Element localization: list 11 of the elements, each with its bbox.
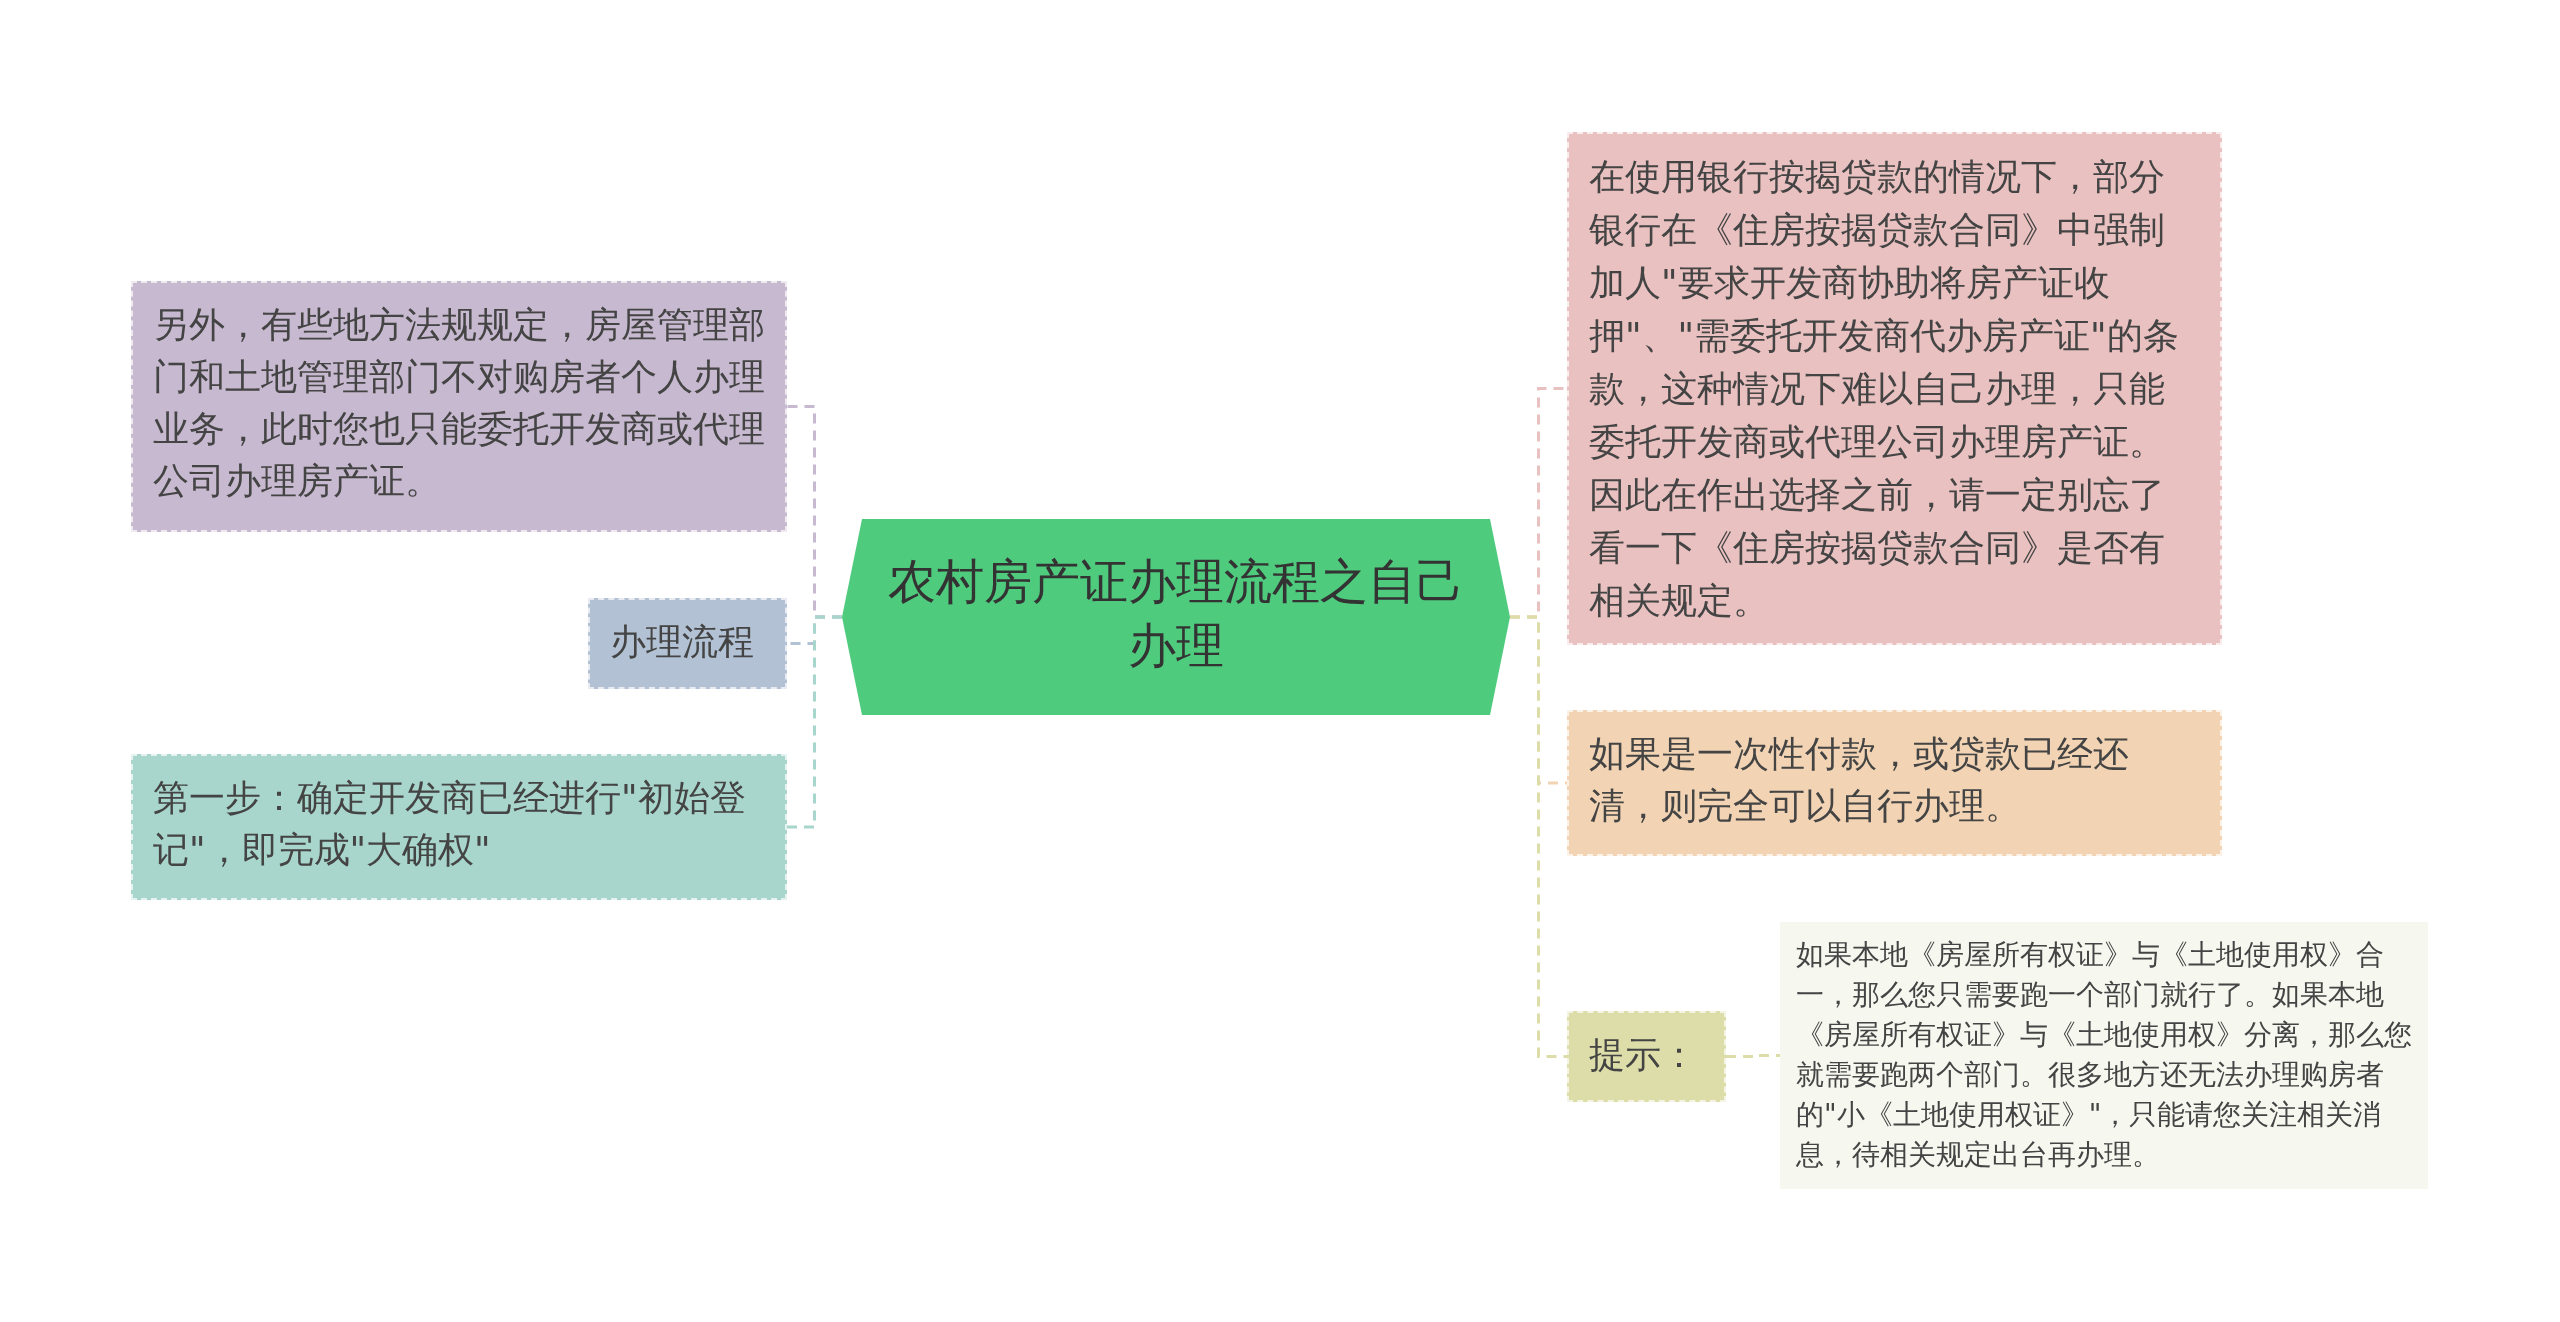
topic-box: 如果是一次性付款，或贷款已经还清，则完全可以自行办理。 <box>1567 710 2222 856</box>
topic-box: 办理流程 <box>588 598 787 689</box>
topic-box: 第一步：确定开发商已经进行"初始登记"，即完成"大确权" <box>131 754 787 900</box>
connector-line <box>1510 615 1567 1058</box>
connector-line <box>1726 1054 1780 1058</box>
topic-box: 另外，有些地方法规规定，房屋管理部门和土地管理部门不对购房者个人办理业务，此时您也只能委托开发商或代理公司办理房产证。 <box>131 281 787 532</box>
note-box: 如果本地《房屋所有权证》与《土地使用权》合一，那么您只需要跑一个部门就行了。如果本地《房屋所有权证》与《土地使用权》分离，那么您就需要跑两个部门。很多地方还无法办理购房者的"小《土地使用权证》"，只能请您关注相关消息，待相关规定出台再办理。 <box>1780 922 2428 1189</box>
central-topic-hexagon: 农村房产证办理流程之自己办理 <box>842 519 1510 715</box>
topic-box: 提示： <box>1567 1011 1726 1102</box>
topic-box: 在使用银行按揭贷款的情况下，部分银行在《住房按揭贷款合同》中强制加人"要求开发商协助将房产证收押"、"需委托开发商代办房产证"的条款，这种情况下难以自己办理，只能委托开发商或代理公司办理房产证。因此在作出选择之前，请一定别忘了看一下《住房按揭贷款合同》是否有相关规定。 <box>1567 132 2222 645</box>
connector-line <box>787 615 842 829</box>
